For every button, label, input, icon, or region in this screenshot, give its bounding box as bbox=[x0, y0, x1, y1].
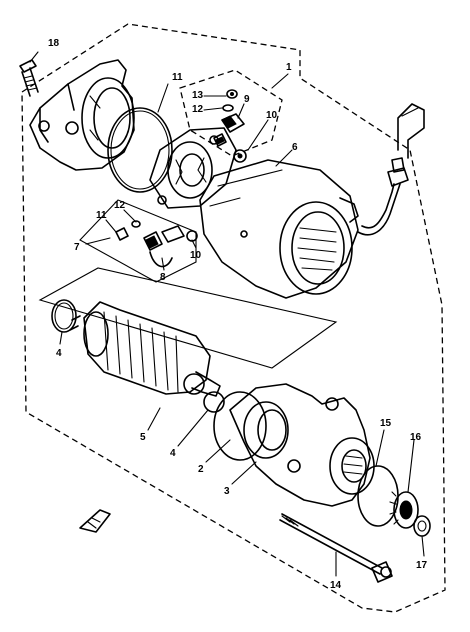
callout-8: 8 bbox=[160, 272, 166, 283]
callout-12-top: 12 bbox=[192, 104, 204, 115]
callout-13: 13 bbox=[192, 90, 204, 101]
sub-assembly-boundary bbox=[179, 69, 283, 157]
callout-4-left: 4 bbox=[56, 348, 62, 359]
screw-11-lower bbox=[115, 227, 129, 241]
o-ring-15 bbox=[357, 465, 399, 527]
long-bolt-14 bbox=[279, 513, 393, 583]
callout-9: 9 bbox=[244, 94, 250, 105]
callout-11-lower: 11 bbox=[96, 210, 107, 221]
brush-holder-8 bbox=[143, 225, 185, 268]
o-ring-11 bbox=[107, 107, 173, 193]
gasket-2 bbox=[213, 391, 267, 461]
callout-5: 5 bbox=[140, 432, 146, 443]
callout-10-top: 10 bbox=[266, 110, 278, 121]
callout-7: 7 bbox=[74, 242, 80, 253]
yoke-housing-6 bbox=[199, 159, 359, 299]
assembly-boundary bbox=[21, 23, 446, 613]
callout-labels: 18 1 11 13 12 9 10 6 11 12 7 8 10 4 5 4 … bbox=[48, 38, 428, 591]
pinion-gear-16 bbox=[389, 491, 419, 529]
armature-group-outline bbox=[38, 267, 338, 369]
washer-17 bbox=[413, 515, 431, 537]
brush-holder-9 bbox=[221, 113, 245, 133]
washer-12-lower bbox=[131, 220, 141, 228]
armature-5 bbox=[69, 301, 221, 397]
lead-wire bbox=[357, 103, 425, 236]
bolt-18 bbox=[19, 59, 39, 97]
callout-6: 6 bbox=[292, 142, 298, 153]
rear-cover-housing bbox=[29, 59, 135, 171]
callout-3: 3 bbox=[224, 486, 230, 497]
callout-14: 14 bbox=[330, 580, 342, 591]
callout-2: 2 bbox=[198, 464, 204, 475]
brush-plate bbox=[149, 127, 237, 209]
callout-12-lower: 12 bbox=[114, 200, 126, 211]
callout-15: 15 bbox=[380, 418, 392, 429]
callout-10-lower: 10 bbox=[190, 250, 202, 261]
o-ring-4-left bbox=[51, 299, 77, 333]
washer-12-top bbox=[222, 104, 234, 112]
o-ring-4-right bbox=[203, 391, 225, 413]
washer-10 bbox=[233, 149, 247, 163]
callout-4-right: 4 bbox=[170, 448, 176, 459]
brush-10-top bbox=[213, 133, 227, 147]
callout-18-top: 18 bbox=[48, 38, 60, 49]
callout-11-top: 11 bbox=[172, 72, 183, 83]
leader-lines bbox=[29, 51, 425, 577]
nut-13 bbox=[226, 89, 238, 99]
front-direction-icon bbox=[79, 509, 111, 533]
callout-16: 16 bbox=[410, 432, 422, 443]
callout-1: 1 bbox=[286, 62, 292, 73]
front-cover-3 bbox=[229, 383, 375, 507]
callout-17: 17 bbox=[416, 560, 428, 571]
